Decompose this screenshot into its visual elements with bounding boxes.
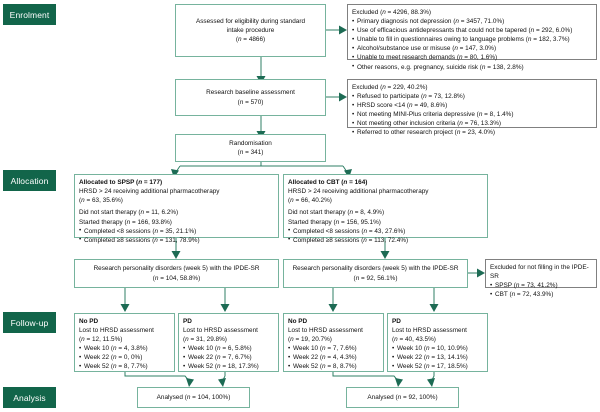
list-item: Completed <8 sessions (n = 35, 21.1%): [79, 226, 274, 236]
spsp-started-therapy: Started therapy (n = 166, 93.8%): [79, 218, 172, 226]
followup-title: No PD: [288, 318, 308, 325]
box-analysed-spsp: Analysed (n = 104, 100%): [137, 387, 250, 408]
spsp-did-not-start: Did not start therapy (n = 11, 6.2%): [79, 209, 179, 217]
stage-label-enrolment: Enrolment: [3, 4, 56, 25]
spsp-sessions-list: Completed <8 sessions (n = 35, 21.1%) Co…: [79, 226, 274, 245]
box-followup-cbt-pd: PD Lost to HRSD assessment (n = 40, 43.5…: [387, 313, 488, 372]
stage-label-analysis: Analysis: [3, 387, 56, 408]
list-item: Week 10 (n = 10, 10.9%): [392, 344, 483, 353]
followup-lost-label: Lost to HRSD assessment: [183, 327, 258, 335]
excluded-baseline-header: Excluded (n = 229, 40.2%): [352, 84, 428, 91]
followup-week-list: Week 10 (n = 10, 10.9%) Week 22 (n = 13,…: [392, 344, 483, 371]
followup-lost-count: (n = 19, 20.7%): [288, 336, 332, 344]
list-item: Week 52 (n = 8, 7.7%): [79, 362, 170, 371]
followup-week-list: Week 10 (n = 7, 7.6%) Week 22 (n = 4, 4.…: [288, 344, 379, 371]
list-item: Week 52 (n = 18, 17.3%): [183, 362, 274, 371]
followup-week-list: Week 10 (n = 6, 5.8%) Week 22 (n = 7, 6.…: [183, 344, 274, 371]
list-item: Week 10 (n = 7, 7.6%): [288, 344, 379, 353]
list-item: SPSP (n = 73, 41.2%): [490, 281, 592, 290]
box-excluded-baseline: Excluded (n = 229, 40.2%) Refused to par…: [347, 79, 597, 137]
box-allocated-to-cbt: Allocated to CBT (n = 164) HRSD > 24 rec…: [283, 174, 488, 244]
cbt-pharmacotherapy-count: (n = 66, 40.2%): [288, 197, 332, 205]
cbt-started-therapy: Started therapy (n = 156, 95.1%): [288, 218, 381, 226]
list-item: Week 10 (n = 4, 3.8%): [79, 344, 170, 353]
followup-lost-count: (n = 40, 43.5%): [392, 336, 436, 344]
excluded-eligibility-header: Excluded (n = 4296, 88.3%): [352, 9, 432, 16]
list-item: Completed ≥8 sessions (n = 131, 78.9%): [79, 235, 274, 245]
list-item: Week 10 (n = 6, 5.8%): [183, 344, 274, 353]
box-followup-spsp-no-pd: No PD Lost to HRSD assessment (n = 12, 1…: [74, 313, 175, 372]
list-item: Week 22 (n = 13, 14.1%): [392, 353, 483, 362]
followup-lost-count: (n = 31, 29.8%): [183, 336, 227, 344]
baseline-line-1: Research baseline assessment: [206, 89, 295, 97]
box-excluded-ipde: Excluded for not filling in the IPDE-SR …: [485, 259, 597, 299]
list-item: Refused to participate (n = 73, 12.8%): [352, 92, 592, 101]
list-item: CBT (n = 72, 43.9%): [490, 290, 592, 299]
list-item: Primary diagnosis not depression (n = 34…: [352, 17, 592, 26]
eligibility-count: (n = 4866): [235, 36, 266, 44]
followup-lost-label: Lost to HRSD assessment: [288, 327, 363, 335]
cbt-did-not-start: Did not start therapy (n = 8, 4.9%): [288, 209, 385, 217]
list-item: Week 22 (n = 7, 6.7%): [183, 353, 274, 362]
ipde-spsp-line: Research personality disorders (week 5) …: [93, 265, 260, 273]
followup-title: PD: [392, 318, 401, 325]
followup-lost-label: Lost to HRSD assessment: [79, 327, 154, 335]
cbt-pharmacotherapy-line: HRSD > 24 receiving additional pharmacot…: [288, 188, 429, 196]
analysed-cbt-text: Analysed (n = 92, 100%): [367, 393, 438, 401]
list-item: Unable to fill in questionnaires owing t…: [352, 35, 592, 44]
box-allocated-to-spsp: Allocated to SPSP (n = 177) HRSD > 24 re…: [74, 174, 279, 244]
list-item: Not meeting MINI-Plus criteria depressiv…: [352, 110, 592, 119]
eligibility-line-2: intake procedure: [226, 26, 275, 34]
spsp-pharmacotherapy-count: (n = 63, 35.6%): [79, 197, 123, 205]
randomisation-line-1: Randomisation: [229, 139, 272, 147]
eligibility-line-1: Assessed for eligibility during standard: [195, 17, 306, 25]
excluded-ipde-list: SPSP (n = 73, 41.2%) CBT (n = 72, 43.9%): [490, 281, 592, 299]
list-item: Week 22 (n = 4, 4.3%): [288, 353, 379, 362]
box-research-baseline-assessment: Research baseline assessment (n = 570): [175, 79, 326, 116]
list-item: Week 52 (n = 17, 18.5%): [392, 362, 483, 371]
followup-lost-count: (n = 12, 11.5%): [79, 336, 123, 344]
box-ipde-spsp: Research personality disorders (week 5) …: [74, 259, 279, 288]
baseline-count: (n = 570): [237, 98, 264, 106]
cbt-sessions-list: Completed <8 sessions (n = 43, 27.6%) Co…: [288, 226, 483, 245]
cbt-alloc-header: Allocated to CBT (n = 164): [288, 179, 368, 186]
ipde-cbt-line: Research personality disorders (week 5) …: [292, 265, 459, 273]
list-item: Use of efficacious antidepressants that …: [352, 26, 592, 35]
box-followup-spsp-pd: PD Lost to HRSD assessment (n = 31, 29.8…: [178, 313, 279, 372]
excluded-ipde-header: Excluded for not filling in the IPDE-SR: [490, 264, 589, 281]
stage-label-allocation: Allocation: [3, 170, 56, 191]
box-followup-cbt-no-pd: No PD Lost to HRSD assessment (n = 19, 2…: [283, 313, 384, 372]
ipde-spsp-count: (n = 104, 58.8%): [152, 274, 201, 282]
box-excluded-eligibility: Excluded (n = 4296, 88.3%) Primary diagn…: [347, 4, 597, 71]
randomisation-count: (n = 341): [237, 149, 264, 156]
box-assessed-for-eligibility: Assessed for eligibility during standard…: [175, 4, 326, 57]
box-randomisation: Randomisation (n = 341): [175, 134, 326, 162]
list-item: Not meeting other inclusion criteria (n …: [352, 119, 592, 128]
list-item: Week 52 (n = 8, 8.7%): [288, 362, 379, 371]
followup-week-list: Week 10 (n = 4, 3.8%) Week 22 (n = 0, 0%…: [79, 344, 170, 371]
spsp-alloc-header: Allocated to SPSP (n = 177): [79, 179, 163, 186]
excluded-baseline-list: Refused to participate (n = 73, 12.8%) H…: [352, 92, 592, 138]
list-item: Other reasons, e.g. pregnancy, suicide r…: [352, 62, 592, 72]
box-analysed-cbt: Analysed (n = 92, 100%): [346, 387, 459, 408]
spsp-pharmacotherapy-line: HRSD > 24 receiving additional pharmacot…: [79, 188, 220, 196]
list-item: Referred to other research project (n = …: [352, 128, 592, 137]
list-item: Completed <8 sessions (n = 43, 27.6%): [288, 226, 483, 236]
followup-title: PD: [183, 318, 192, 325]
followup-lost-label: Lost to HRSD assessment: [392, 327, 467, 335]
ipde-cbt-count: (n = 92, 56.1%): [353, 274, 398, 282]
list-item: Alcohol/substance use or misuse (n = 147…: [352, 44, 592, 53]
excluded-eligibility-list: Primary diagnosis not depression (n = 34…: [352, 17, 592, 72]
box-ipde-cbt: Research personality disorders (week 5) …: [283, 259, 468, 288]
followup-title: No PD: [79, 318, 99, 325]
analysed-spsp-text: Analysed (n = 104, 100%): [156, 393, 231, 401]
list-item: Week 22 (n = 0, 0%): [79, 353, 170, 362]
list-item: HRSD score <14 (n = 49, 8.6%): [352, 101, 592, 110]
stage-label-follow-up: Follow-up: [3, 312, 56, 333]
list-item: Unable to meet research demands (n = 80,…: [352, 53, 592, 62]
list-item: Completed ≥8 sessions (n = 113, 72.4%): [288, 235, 483, 245]
